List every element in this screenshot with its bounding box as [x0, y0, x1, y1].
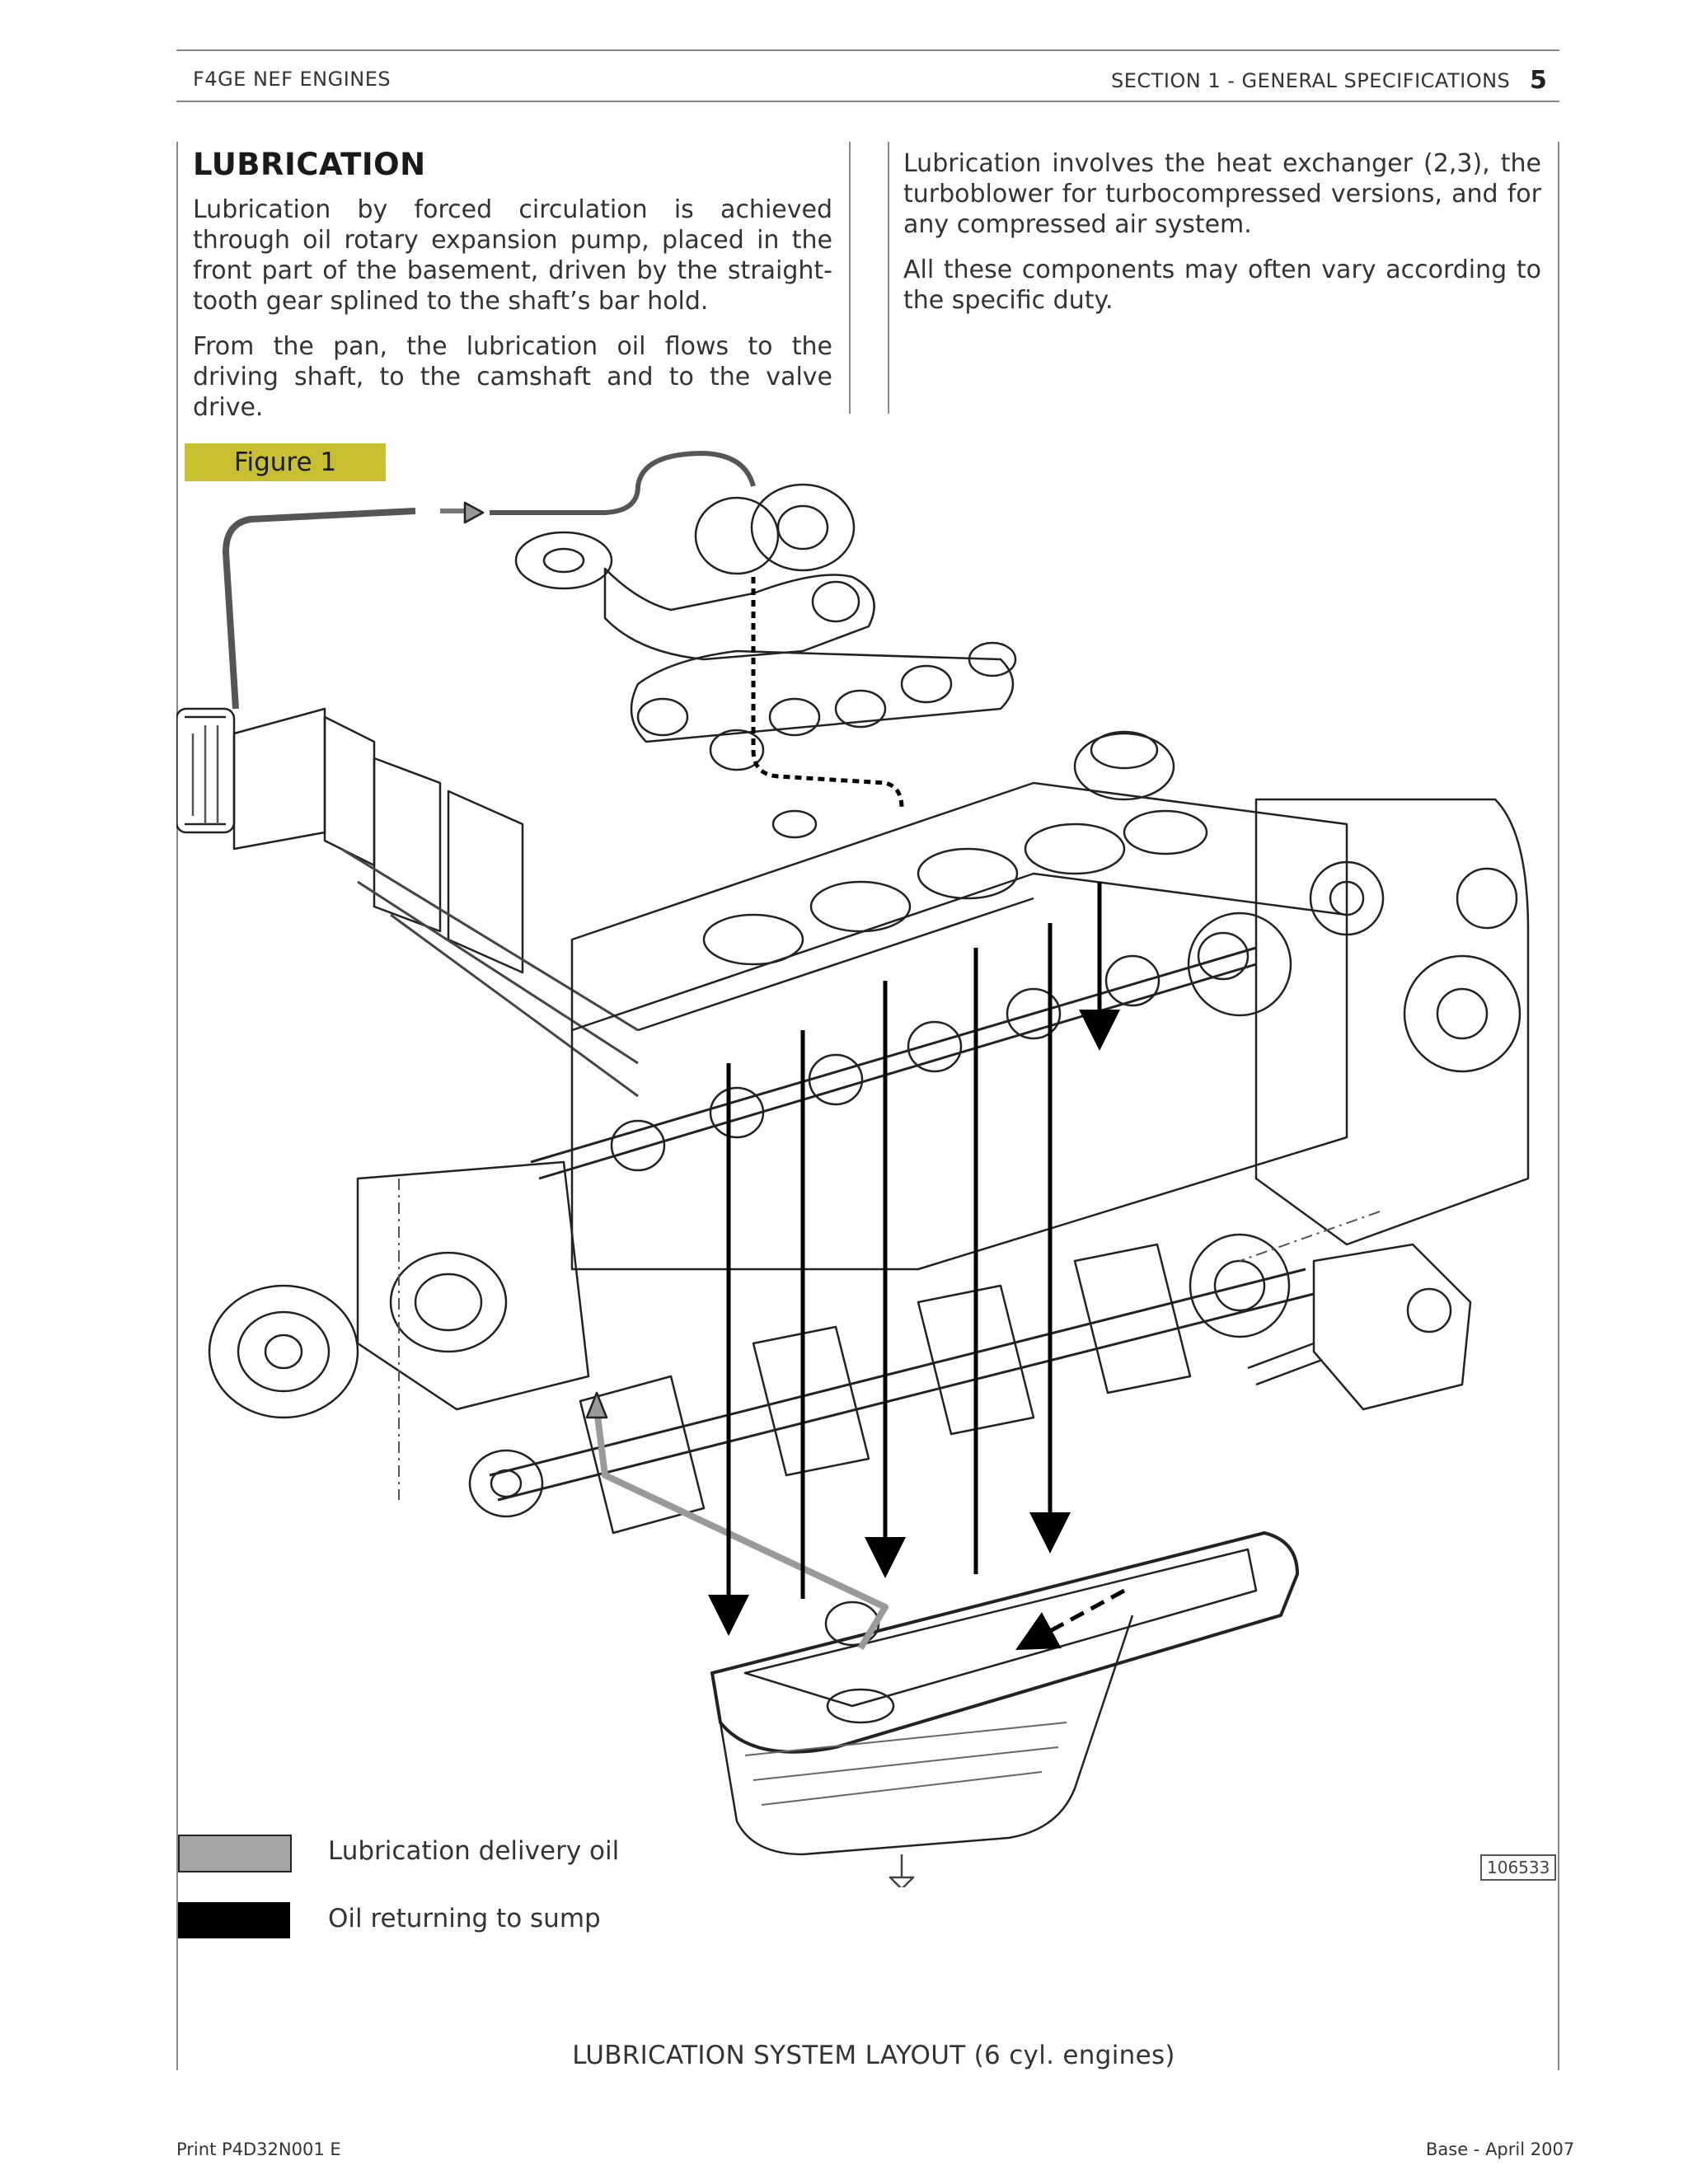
engine-block	[570, 730, 1348, 1271]
center-column-rule-right	[888, 142, 889, 414]
timing-cover	[1254, 798, 1530, 1246]
figure-label: Figure 1	[185, 443, 386, 481]
legend-swatch-delivery	[178, 1835, 292, 1872]
oil-return-paths	[708, 882, 1126, 1650]
right-column: Lubrication involves the heat exchanger …	[903, 148, 1541, 316]
camshaft	[530, 912, 1292, 1180]
left-paragraph-1: Lubrication by forced circulation is ach…	[193, 195, 832, 316]
section-title: LUBRICATION	[193, 147, 426, 182]
left-frame-rule	[176, 142, 178, 2070]
oil-sump	[710, 1531, 1299, 1856]
page-number: 5	[1530, 66, 1547, 95]
header-document-title: F4GE NEF ENGINES	[193, 68, 392, 91]
exhaust-manifold	[630, 641, 1017, 771]
right-paragraph-2: All these components may often vary acco…	[903, 255, 1541, 315]
crankshaft	[468, 1233, 1315, 1535]
engine-lubrication-illustration	[176, 451, 1530, 1887]
footer-edition: Base - April 2007	[1426, 2139, 1575, 2159]
header-bottom-rule	[176, 101, 1559, 102]
injection-pump	[1247, 1243, 1472, 1411]
left-column: Lubrication by forced circulation is ach…	[193, 194, 832, 423]
center-column-rule-left	[849, 142, 851, 414]
vibration-damper	[208, 1284, 359, 1419]
header-section-title: SECTION 1 - GENERAL SPECIFICATIONS	[1111, 69, 1511, 92]
right-frame-rule	[1558, 142, 1559, 2070]
legend-swatch-return	[178, 1902, 290, 1938]
footer-print-code: Print P4D32N001 E	[176, 2139, 341, 2159]
left-paragraph-2: From the pan, the lubrication oil flows …	[193, 332, 832, 422]
turbocharger	[514, 483, 875, 661]
oil-feed-pipe	[223, 508, 416, 710]
oil-filter-heat-exchanger	[176, 707, 524, 974]
figure-reference-number: 106533	[1480, 1854, 1557, 1881]
front-cover	[356, 1160, 590, 1411]
right-paragraph-1: Lubrication involves the heat exchanger …	[903, 149, 1541, 239]
legend-label-return: Oil returning to sump	[328, 1904, 601, 1933]
delivery-oil-pipe	[593, 1408, 889, 1651]
figure-caption: LUBRICATION SYSTEM LAYOUT (6 cyl. engine…	[572, 2041, 1175, 2070]
header-rule	[176, 49, 1559, 51]
legend-label-delivery: Lubrication delivery oil	[328, 1836, 620, 1866]
